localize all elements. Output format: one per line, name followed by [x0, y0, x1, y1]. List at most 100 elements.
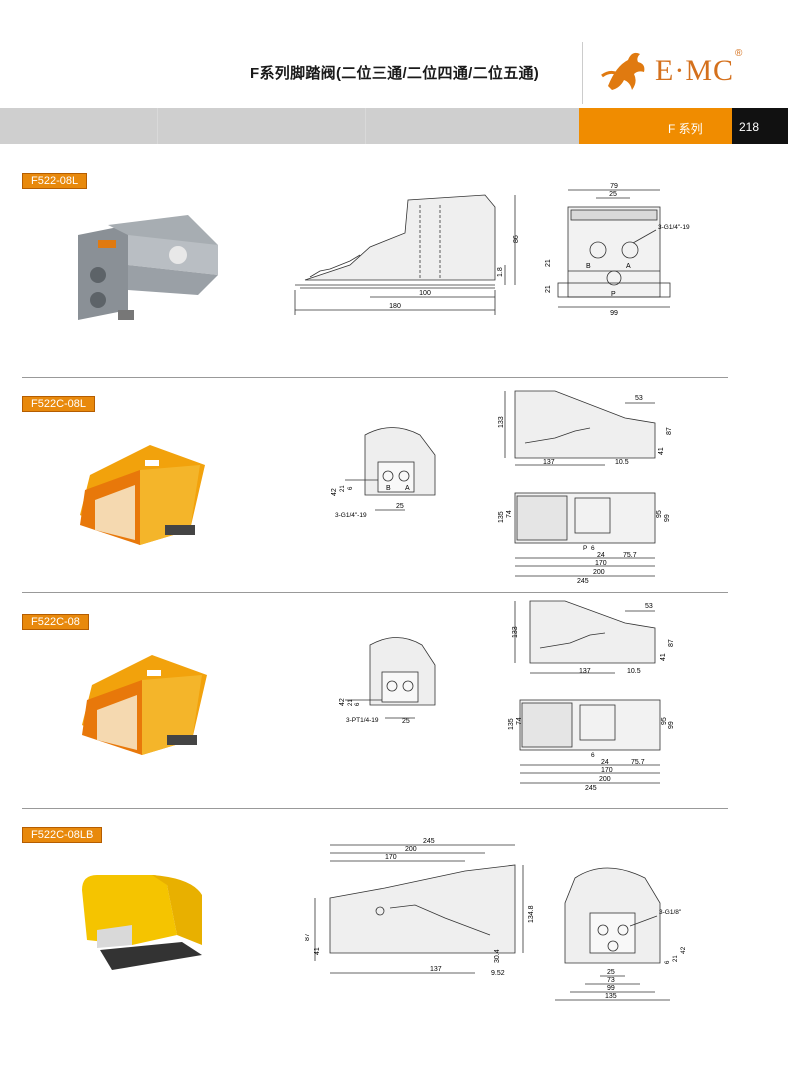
dim-text: 6	[591, 545, 595, 552]
front-view-drawing-1: 79 25 3-G1/4"-19 21 21 99 B A P	[545, 183, 690, 317]
dim-text: 6	[348, 486, 354, 490]
dim-text: 21	[545, 285, 552, 293]
dim-text: 87	[668, 639, 675, 647]
dim-text: 133	[498, 416, 505, 428]
model-label: F522C-08L	[22, 396, 96, 412]
side-view-drawing-1: 86 1.8 100 180	[294, 194, 520, 315]
dim-text: 137	[579, 668, 591, 675]
side-view-drawing-3: 133 53 41 87 137 10.5	[512, 600, 675, 675]
dim-text: 21	[545, 259, 552, 267]
dim-text: 200	[593, 569, 605, 576]
model-label: F522C-08	[22, 614, 89, 630]
dim-text: 41	[658, 447, 665, 455]
dim-text: 6	[355, 702, 361, 706]
page-title: F系列脚踏阀(二位三通/二位四通/二位五通)	[250, 65, 540, 82]
dim-text: 21	[340, 485, 346, 492]
front-view-drawing-4: 3-G1/8" 42 21 6 25 73 99 135	[555, 867, 687, 1001]
dim-text: 53	[635, 395, 643, 402]
horse-logo-icon	[601, 52, 645, 90]
product-photo-orange-pedal	[82, 655, 207, 755]
port-callout: 3-G1/4"-19	[335, 512, 367, 519]
dim-text: 24	[601, 759, 609, 766]
dim-text: 137	[543, 459, 555, 466]
dim-text: 10.5	[627, 668, 641, 675]
dim-text: 99	[610, 310, 618, 317]
dim-text: 74	[506, 510, 513, 518]
dim-text: 87	[305, 933, 311, 941]
dim-text: 79	[610, 183, 618, 190]
dim-text: 41	[314, 947, 321, 955]
dim-text: 25	[609, 191, 617, 198]
dim-text: 245	[585, 785, 597, 792]
dim-text: 135	[508, 718, 515, 730]
bar-divider	[365, 108, 366, 144]
port-label: A	[405, 485, 410, 492]
dim-text: 245	[423, 838, 435, 845]
dim-text: 21	[348, 699, 354, 706]
port-callout: 3-PT1/4-19	[346, 717, 379, 724]
port-label: B	[586, 263, 591, 270]
front-view-drawing-3: 42 21 6 3-PT1/4-19 25	[339, 637, 436, 725]
dim-text: 100	[419, 290, 431, 297]
dim-text: 6	[665, 960, 671, 964]
dim-text: 25	[607, 969, 615, 976]
port-callout: 3-G1/8"	[659, 909, 682, 916]
dim-text: 95	[661, 717, 668, 725]
port-callout: 3-G1/4"-19	[658, 224, 690, 231]
series-tab	[579, 108, 732, 144]
side-view-drawing-2: 133 53 41 87 137 10.5	[498, 390, 673, 466]
front-view-drawing-2: 42 21 6 B A 25 3-G1/4"-19	[331, 427, 436, 519]
section-divider	[22, 808, 728, 809]
header-separator	[582, 42, 583, 104]
dim-text: 180	[389, 303, 401, 310]
port-label: P	[583, 545, 587, 552]
dim-text: 245	[577, 578, 589, 585]
page-number: 218	[739, 120, 760, 134]
dim-text: 134.8	[528, 905, 535, 923]
product-photo-orange-pedal	[80, 445, 205, 545]
series-label: F 系列	[668, 122, 703, 136]
section-divider	[22, 592, 728, 593]
dim-text: 87	[666, 427, 673, 435]
dim-text: 25	[396, 503, 404, 510]
side-view-drawing-4: 245 200 170 87 41 134.8 137 30.4 9.52	[305, 838, 535, 977]
dim-text: 6	[591, 752, 595, 759]
dim-text: 42	[331, 488, 338, 496]
dim-text: 99	[607, 985, 615, 992]
product-photo-grey-pedal	[78, 215, 218, 320]
dim-text: 73	[607, 977, 615, 984]
section-divider	[22, 377, 728, 378]
dim-text: 135	[605, 993, 617, 1000]
dim-text: 99	[668, 721, 675, 729]
port-label: B	[386, 485, 391, 492]
dim-text: 170	[595, 560, 607, 567]
dim-text: 200	[599, 776, 611, 783]
dim-text: 30.4	[494, 949, 501, 963]
dim-text: 99	[664, 514, 671, 522]
product-photo-yellow-pedal	[82, 875, 202, 970]
port-label: P	[611, 291, 616, 298]
dim-text: 137	[430, 966, 442, 973]
dim-text: 133	[512, 626, 519, 638]
dim-text: 9.52	[491, 970, 505, 977]
dim-text: 75.7	[623, 552, 637, 559]
top-view-drawing-3: 135 74 95 99 6 24 75.7 170 200 245	[508, 699, 675, 792]
dim-text: 200	[405, 846, 417, 853]
dim-text: 74	[516, 717, 523, 725]
brand-logo: E·MC	[655, 54, 734, 87]
dim-text: 25	[402, 718, 410, 725]
registered-mark: ®	[735, 48, 743, 59]
port-label: A	[626, 263, 631, 270]
top-view-drawing-2: 135 74 95 99 P 6 24 75.7 170 200 245	[498, 492, 671, 585]
bar-divider	[157, 108, 158, 144]
dim-text: 21	[673, 955, 679, 962]
page-number-tab	[732, 108, 788, 144]
model-label: F522-08L	[22, 173, 88, 189]
model-label: F522C-08LB	[22, 827, 103, 843]
dim-text: 75.7	[631, 759, 645, 766]
dim-text: 86	[513, 235, 520, 243]
dim-text: 170	[385, 854, 397, 861]
dim-text: 10.5	[615, 459, 629, 466]
dim-text: 41	[660, 653, 667, 661]
dim-text: 135	[498, 511, 505, 523]
